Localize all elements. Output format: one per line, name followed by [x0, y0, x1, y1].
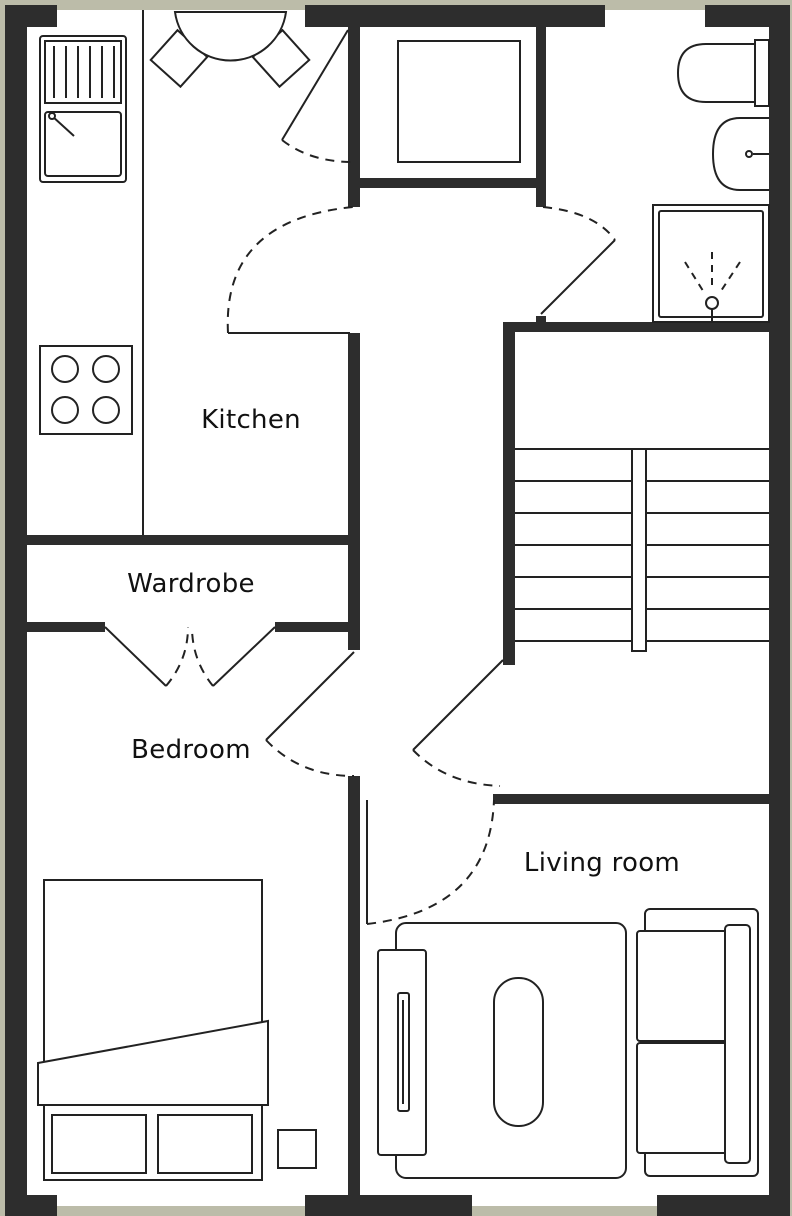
nightstand-icon: [277, 1129, 317, 1169]
kitchen-hall-wall: [348, 333, 360, 543]
bathroom-wall-stub: [536, 316, 546, 332]
landing-door-leaf: [412, 659, 504, 751]
tv-stand-icon: [377, 949, 427, 1156]
kitchen-sink-icon: [39, 35, 127, 183]
bathroom-wall-bottom: [503, 322, 783, 332]
room-label-kitchen: Kitchen: [201, 405, 301, 435]
bottom-wall-segment: [305, 1195, 472, 1216]
top-wall-segment: [5, 5, 57, 27]
wardrobe-door-swing-left: [165, 626, 189, 687]
wardrobe-door-swing-right: [191, 626, 214, 687]
coffee-table-icon: [493, 977, 544, 1127]
sofa-icon: [636, 908, 759, 1177]
closet-unit-icon: [397, 40, 521, 163]
kitchen-wardrobe-wall: [20, 535, 360, 545]
top-wall-segment: [305, 5, 605, 27]
outer-wall-left: [5, 5, 27, 1216]
closet-wall-left: [348, 27, 360, 207]
shower-icon: [652, 204, 770, 323]
closet-wall-right: [536, 27, 546, 207]
bedroom-door-leaf: [265, 651, 355, 741]
washbasin-icon: [711, 117, 769, 191]
bottom-wall-segment: [5, 1195, 57, 1216]
dining-table-icon: [149, 11, 311, 89]
living-room-furniture: [377, 908, 759, 1179]
outer-wall-right: [769, 5, 790, 1216]
stove-icon: [39, 345, 133, 435]
bedroom-door-swing: [265, 739, 355, 777]
wardrobe-wall-left: [20, 622, 105, 632]
wardrobe-wall-right: [275, 622, 360, 632]
bathroom-fixtures: [652, 39, 770, 323]
room-label-wardrobe: Wardrobe: [127, 569, 255, 599]
room-label-living-room: Living room: [524, 848, 680, 878]
wardrobe-door-left: [104, 626, 167, 687]
staircase-icon: [515, 448, 769, 652]
wardrobe-door-right: [212, 626, 276, 687]
closet-wall-bottom: [348, 178, 546, 188]
bed-icon: [37, 879, 269, 1181]
bottom-wall-segment: [657, 1195, 790, 1216]
walls: [5, 5, 790, 1216]
wardrobe-hall-wall: [348, 545, 360, 650]
living-wall-top: [493, 794, 783, 804]
living-door-swing: [366, 799, 495, 925]
kitchen-fixtures: [39, 10, 311, 535]
landing-door-swing: [412, 749, 501, 787]
bedroom-living-wall: [348, 776, 360, 1206]
toilet-icon: [676, 39, 770, 107]
closet-door-swing: [281, 139, 354, 163]
doors: [104, 29, 616, 925]
stair-wall: [503, 322, 515, 665]
room-label-bedroom: Bedroom: [131, 735, 251, 765]
bathroom-door-leaf: [540, 239, 616, 315]
top-wall-segment: [705, 5, 790, 27]
closet-door-leaf: [281, 29, 349, 141]
